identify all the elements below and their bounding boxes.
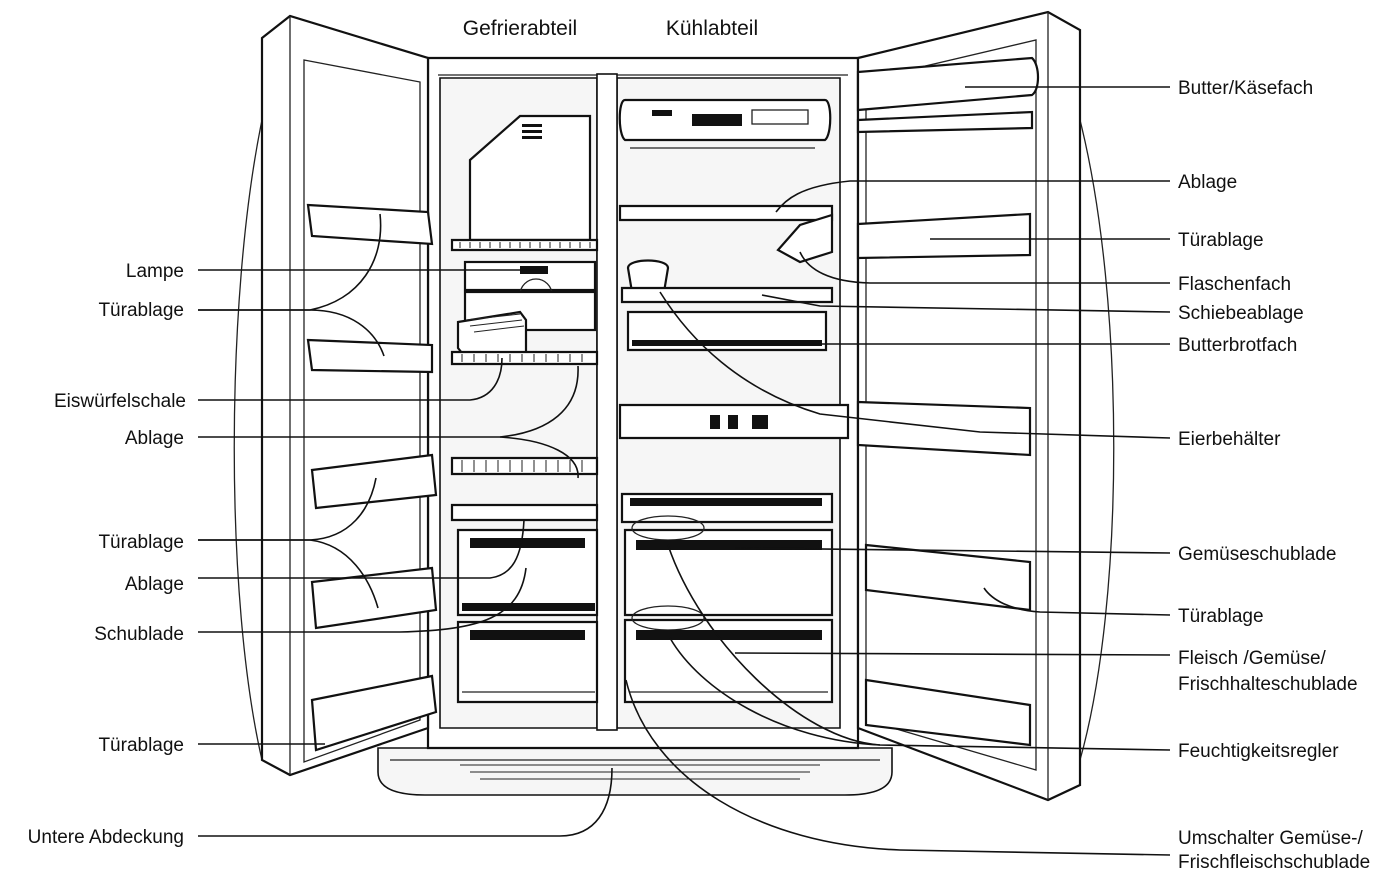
left-labels: Lampe Türablage Eiswürfelschale Ablage T… bbox=[28, 261, 186, 848]
label-eierbehaelter: Eierbehälter bbox=[1178, 429, 1281, 450]
label-tuerablage-left-1: Türablage bbox=[98, 300, 184, 321]
freezer-door bbox=[260, 14, 430, 777]
bottle-holder bbox=[776, 213, 834, 264]
refrigerator-illustration bbox=[233, 10, 1115, 802]
label-gemueseschublade: Gemüseschublade bbox=[1178, 544, 1336, 565]
label-butterbrotfach: Butterbrotfach bbox=[1178, 335, 1297, 356]
label-feuchtigkeitsregler: Feuchtigkeitsregler bbox=[1178, 741, 1339, 762]
label-tuerablage-right-2: Türablage bbox=[1178, 606, 1264, 627]
label-umschalter-line2: Frischfleischschublade bbox=[1178, 852, 1370, 873]
label-ablage-right: Ablage bbox=[1178, 172, 1237, 193]
label-schiebeablage: Schiebeablage bbox=[1178, 303, 1304, 324]
freezer-header: Gefrierabteil bbox=[463, 17, 577, 40]
freezer-drawer-upper bbox=[456, 528, 599, 617]
butter-cheese-compartment bbox=[856, 56, 1040, 112]
label-schublade: Schublade bbox=[94, 624, 184, 645]
fridge-header: Kühlabteil bbox=[666, 17, 758, 40]
label-tuerablage-left-3: Türablage bbox=[98, 735, 184, 756]
label-ablage-left-2: Ablage bbox=[125, 574, 184, 595]
label-eiswuerfelschale: Eiswürfelschale bbox=[54, 391, 186, 412]
label-untere-abdeckung: Untere Abdeckung bbox=[28, 827, 184, 848]
label-fleisch-line1: Fleisch /Gemüse/ bbox=[1178, 648, 1327, 669]
meat-vegetable-drawer bbox=[623, 618, 834, 704]
right-labels: Butter/Käsefach Ablage Türablage Flasche… bbox=[1178, 78, 1370, 873]
label-fleisch-line2: Frischhalteschublade bbox=[1178, 674, 1358, 695]
vegetable-drawer bbox=[623, 528, 834, 617]
label-flaschenfach: Flaschenfach bbox=[1178, 274, 1291, 295]
label-umschalter-line1: Umschalter Gemüse-/ bbox=[1178, 828, 1363, 849]
label-ablage-left-1: Ablage bbox=[125, 428, 184, 449]
leader-lines bbox=[198, 86, 1171, 856]
label-tuerablage-left-2: Türablage bbox=[98, 532, 184, 553]
label-lampe: Lampe bbox=[126, 261, 184, 282]
freezer-drawer-lower bbox=[456, 620, 599, 704]
label-tuerablage-right-1: Türablage bbox=[1178, 230, 1264, 251]
label-butter-kaesefach: Butter/Käsefach bbox=[1178, 78, 1313, 99]
